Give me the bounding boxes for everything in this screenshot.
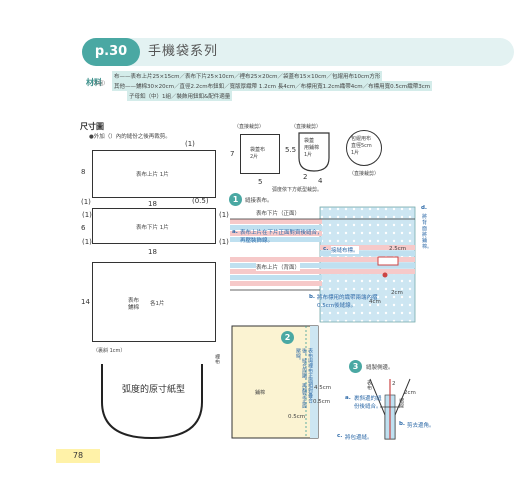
pocket-note: （直接裁剪）: [234, 124, 265, 130]
step-3-b-text: 剪去邊角。: [407, 423, 435, 429]
size-chart-title: 尺寸圖: [80, 122, 104, 131]
lower-piece-label-1: 表布: [128, 298, 140, 304]
header-bar: p.30 手機袋系列: [82, 38, 514, 66]
step-3-a-mark: a.: [345, 395, 351, 401]
dim-label: 18: [148, 248, 157, 256]
circle-note: （直接裁剪）: [349, 171, 380, 177]
page-title: 手機袋系列: [148, 44, 219, 59]
dim-label: (1): [82, 238, 92, 246]
step-2-text: 表布與裡布正面相對疊合後，縫合周圍，再翻至正面壓線。: [295, 348, 313, 408]
step-3-a-text: 裹斜邊的縫份後縫合。: [354, 396, 382, 410]
step-3-c-mark: c.: [337, 433, 343, 439]
step-1-d-text: 將背面將鋪棉。: [422, 214, 433, 250]
step-1-number: 1: [229, 193, 242, 206]
pattern-circle-piece: [346, 130, 382, 166]
circle-label: 包緄用布 直徑5cm 1片: [351, 136, 372, 156]
dim-label: 8: [81, 168, 86, 176]
page-tag: p.30: [82, 38, 140, 66]
step-2-dim-3: 0.5cm: [288, 414, 306, 420]
step-3-dim-1: 2: [392, 381, 396, 387]
step-1-illustration: [230, 206, 416, 323]
step-1-dim-2: 4cm: [369, 299, 381, 305]
pattern-lower-piece: [92, 262, 216, 342]
dim-label: (0.5): [192, 197, 209, 205]
pattern-pocket-piece: [240, 134, 280, 174]
curve-label: 弧度的原寸紙型: [122, 385, 186, 395]
step-3-b-mark: b.: [399, 421, 406, 427]
step-1-c-dim: 2.5cm: [389, 246, 407, 252]
step-1-upper-label: 表布下片（正面）: [256, 209, 301, 217]
materials-line-3: 子母釦（中）1組／裝飾用鈕釦&配件適量: [127, 91, 233, 101]
step-1-b-mark: b.: [309, 294, 316, 300]
pattern-tab-piece: [298, 132, 330, 172]
step-3-number: 3: [349, 360, 362, 373]
step-1-d-mark: d.: [421, 205, 428, 211]
step-1-dim-1: 2cm: [391, 290, 403, 296]
step-1-lower-label: 表布上片（背面）: [256, 263, 301, 271]
materials-line-2: 其他——鋪棉30×20cm／直徑2.2cm布鈕釦／寬版厚織帶 1.2cm 長4c…: [112, 81, 433, 91]
step-2-number: 2: [281, 331, 294, 344]
dim-label: 5.5: [285, 146, 297, 154]
step-1-c-mark: c.: [323, 246, 329, 252]
step-3-side-label: 表布: [366, 380, 372, 390]
pattern-upper-piece: [92, 150, 216, 198]
lower-piece-label-3: 各1片: [150, 301, 165, 307]
dim-label: (1): [219, 211, 229, 219]
pocket-label: 袋蓋布 2片: [250, 147, 266, 160]
tab-label: 袋蓋 用鋪棉 1片: [304, 138, 320, 158]
step-1-b-text: 將布標用的織帶兩端內摺0.5cm後縫線。: [317, 295, 378, 309]
middle-piece-label: 表布下片 1片: [136, 225, 169, 231]
tab-note: （直接裁剪）: [291, 124, 322, 130]
step-3-illustration: [369, 378, 411, 440]
dim-label: 7: [230, 150, 235, 158]
dim-label: 18: [148, 200, 157, 208]
arc-note: 弧度依下方紙型裁剪。: [272, 187, 323, 193]
dim-label: 5: [258, 178, 263, 186]
step-2-back-label: 裡布: [214, 354, 220, 364]
curve-template: [101, 364, 203, 440]
step-2-dim-1: 0.5cm: [313, 399, 331, 405]
step-2-illustration: [231, 325, 319, 439]
bias-note: （裏斜 1cm）: [93, 348, 126, 354]
step-2-dim-2: 4.5cm: [314, 385, 332, 391]
pattern-middle-piece: [92, 208, 216, 244]
step-2-lining-label: 鋪棉: [255, 390, 266, 396]
step-3-dim-2: 2cm: [404, 390, 416, 396]
lower-piece-label-2: 鋪棉: [128, 305, 140, 311]
dim-label: 14: [81, 298, 90, 306]
step-3-fold-label: 褶線: [398, 398, 404, 408]
step-1-c-text: 接縫布標。: [331, 246, 359, 254]
dim-label: 6: [81, 224, 86, 232]
dim-label: (1): [219, 238, 229, 246]
upper-piece-label: 表布上片 1片: [136, 172, 169, 178]
step-1-a-text: 表布上片在下片正面對齊後縫合，再壓裝飾線。: [240, 230, 323, 244]
step-1-a-mark: a.: [232, 229, 238, 235]
size-chart-note: ●外加（）內的縫份之後再裁剪。: [89, 134, 171, 140]
step-1-title: 縫接表布。: [245, 198, 273, 204]
page-number: 78: [56, 449, 100, 463]
dim-label: (1): [81, 198, 91, 206]
dim-label: 4: [318, 177, 323, 185]
step-3-c-text: 將包邊縫。: [345, 435, 373, 441]
materials-unit: （1個）: [90, 81, 109, 87]
materials-label: 材料: [86, 78, 102, 87]
dim-label: 2: [303, 173, 308, 181]
step-3-title: 縫製側邊。: [366, 365, 394, 371]
dim-label: (1): [185, 140, 195, 148]
dim-label: (1): [82, 211, 92, 219]
materials-line-1: 布——表布上片25×15cm／表布下片25×10cm／裡布25×20cm／袋蓋布…: [112, 71, 383, 81]
